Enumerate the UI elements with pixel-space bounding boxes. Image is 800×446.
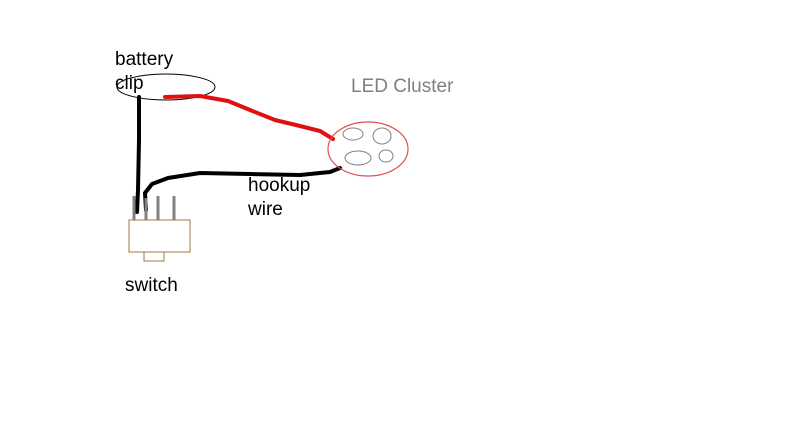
battery-clip-label-line2: clip [115,73,144,94]
led-3-icon [344,150,372,166]
led-cluster-label: LED Cluster [351,76,454,97]
toggle-switch [128,196,191,262]
led-2-icon [372,127,392,145]
battery-black-wire [135,95,141,214]
switch-label: switch [125,275,178,296]
red-wire [163,94,335,141]
battery-clip-outline [116,73,216,101]
battery-clip-label-line1: battery [115,49,174,70]
hookup-wire [143,166,342,212]
led-cluster-outline [327,121,409,177]
led-4-icon [378,149,394,163]
hookup-wire-label-line2: wire [247,199,283,220]
hookup-wire-label-line1: hookup [248,175,310,196]
led-cluster [327,121,409,177]
switch-toggle [143,251,165,262]
led-1-icon [342,127,364,141]
